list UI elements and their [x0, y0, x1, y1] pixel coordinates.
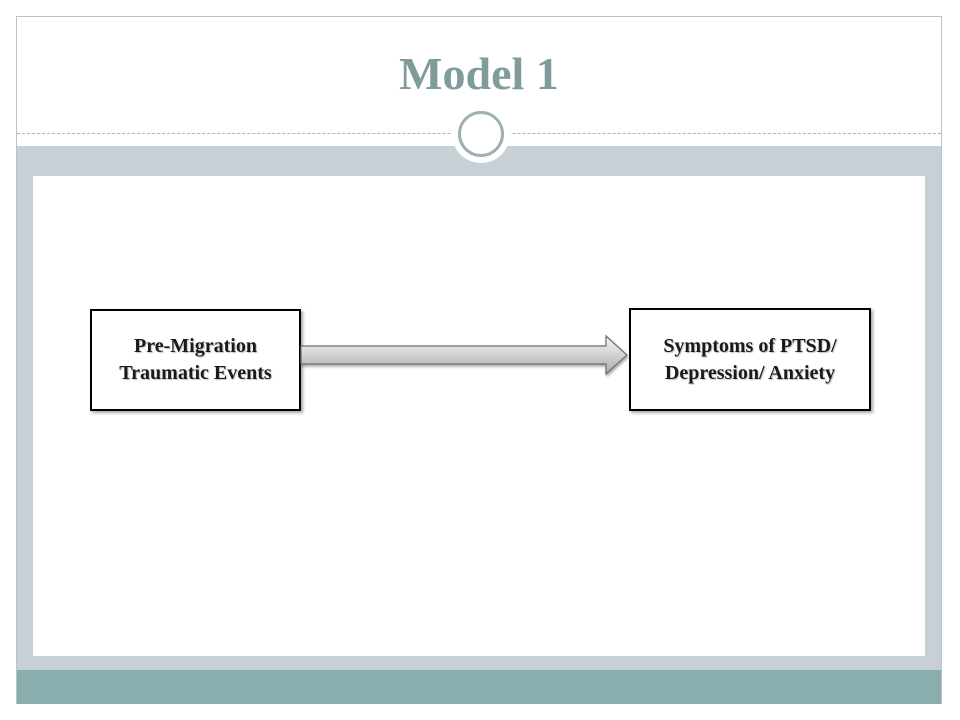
circle-ring-icon — [458, 111, 504, 157]
arrow-source-to-target — [300, 334, 628, 376]
node-label-target: Symptoms of PTSD/ Depression/ Anxiety — [663, 334, 837, 384]
content-area — [33, 176, 925, 656]
node-label-source: Pre-Migration Traumatic Events — [119, 335, 272, 384]
slide-title: Model 1 — [399, 48, 559, 99]
footer-band — [17, 670, 941, 704]
node-symptoms-ptsd-depression-anxiety: Symptoms of PTSD/ Depression/ Anxiety — [629, 308, 871, 411]
node-pre-migration-traumatic-events: Pre-Migration Traumatic Events — [90, 309, 301, 411]
